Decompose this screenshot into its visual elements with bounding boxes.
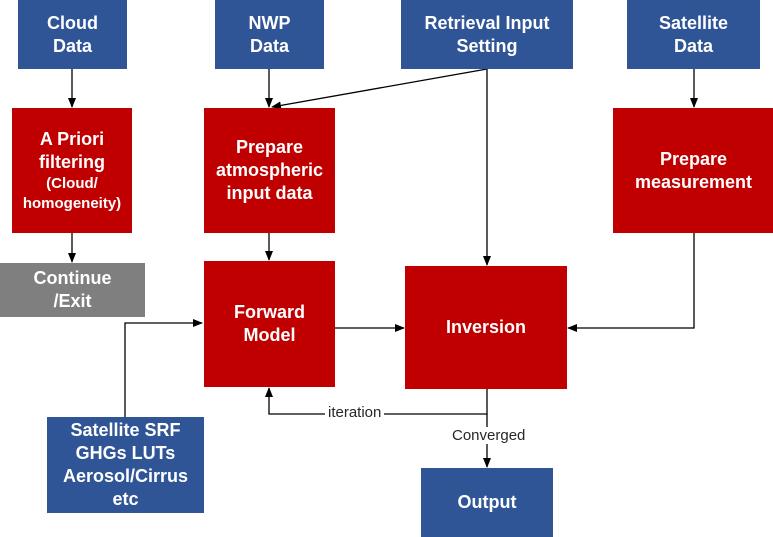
- apriori-criteria-label: (Cloud/ homogeneity): [22, 174, 122, 212]
- output-label: Output: [457, 492, 517, 512]
- srf-luts-label: Satellite SRF GHGs LUTs Aerosol/Cirrus e…: [62, 420, 189, 509]
- arrow-meas-to-inversion: [567, 233, 695, 332]
- srf-luts-box: Satellite SRF GHGs LUTs Aerosol/Cirrus e…: [47, 417, 204, 513]
- prepare-measurement-box: Prepare measurement: [613, 108, 773, 233]
- inversion-box: Inversion: [405, 266, 567, 389]
- apriori-filtering-box: A Priori filtering (Cloud/ homogeneity): [12, 108, 132, 233]
- forward-model-box: Forward Model: [204, 261, 335, 387]
- nwp-data-box: NWP Data: [215, 0, 324, 69]
- forward-model-label: Forward Model: [233, 302, 305, 345]
- arrow-srf-to-forward: [124, 319, 203, 417]
- satellite-data-label: Satellite Data: [658, 12, 729, 56]
- nwp-data-label: NWP Data: [248, 12, 291, 56]
- inversion-label: Inversion: [445, 317, 527, 337]
- retrieval-input-box: Retrieval Input Setting: [401, 0, 573, 69]
- continue-exit-box: Continue /Exit: [0, 263, 145, 317]
- converged-label: Converged: [449, 427, 529, 444]
- cloud-data-label: Cloud Data: [47, 12, 98, 56]
- prepare-measurement-label: Prepare measurement: [634, 148, 753, 192]
- arrow-retrieval-to-prepare: [271, 68, 488, 110]
- output-box: Output: [421, 468, 553, 537]
- cloud-data-box: Cloud Data: [18, 0, 127, 69]
- prepare-atmospheric-box: Prepare atmospheric input data: [204, 108, 335, 233]
- continue-exit-label: Continue /Exit: [33, 268, 112, 311]
- apriori-filtering-label: A Priori filtering: [39, 128, 105, 172]
- iteration-label: iteration: [325, 404, 385, 421]
- retrieval-input-label: Retrieval Input Setting: [424, 12, 550, 56]
- satellite-data-box: Satellite Data: [627, 0, 760, 69]
- prepare-atmospheric-label: Prepare atmospheric input data: [215, 137, 324, 203]
